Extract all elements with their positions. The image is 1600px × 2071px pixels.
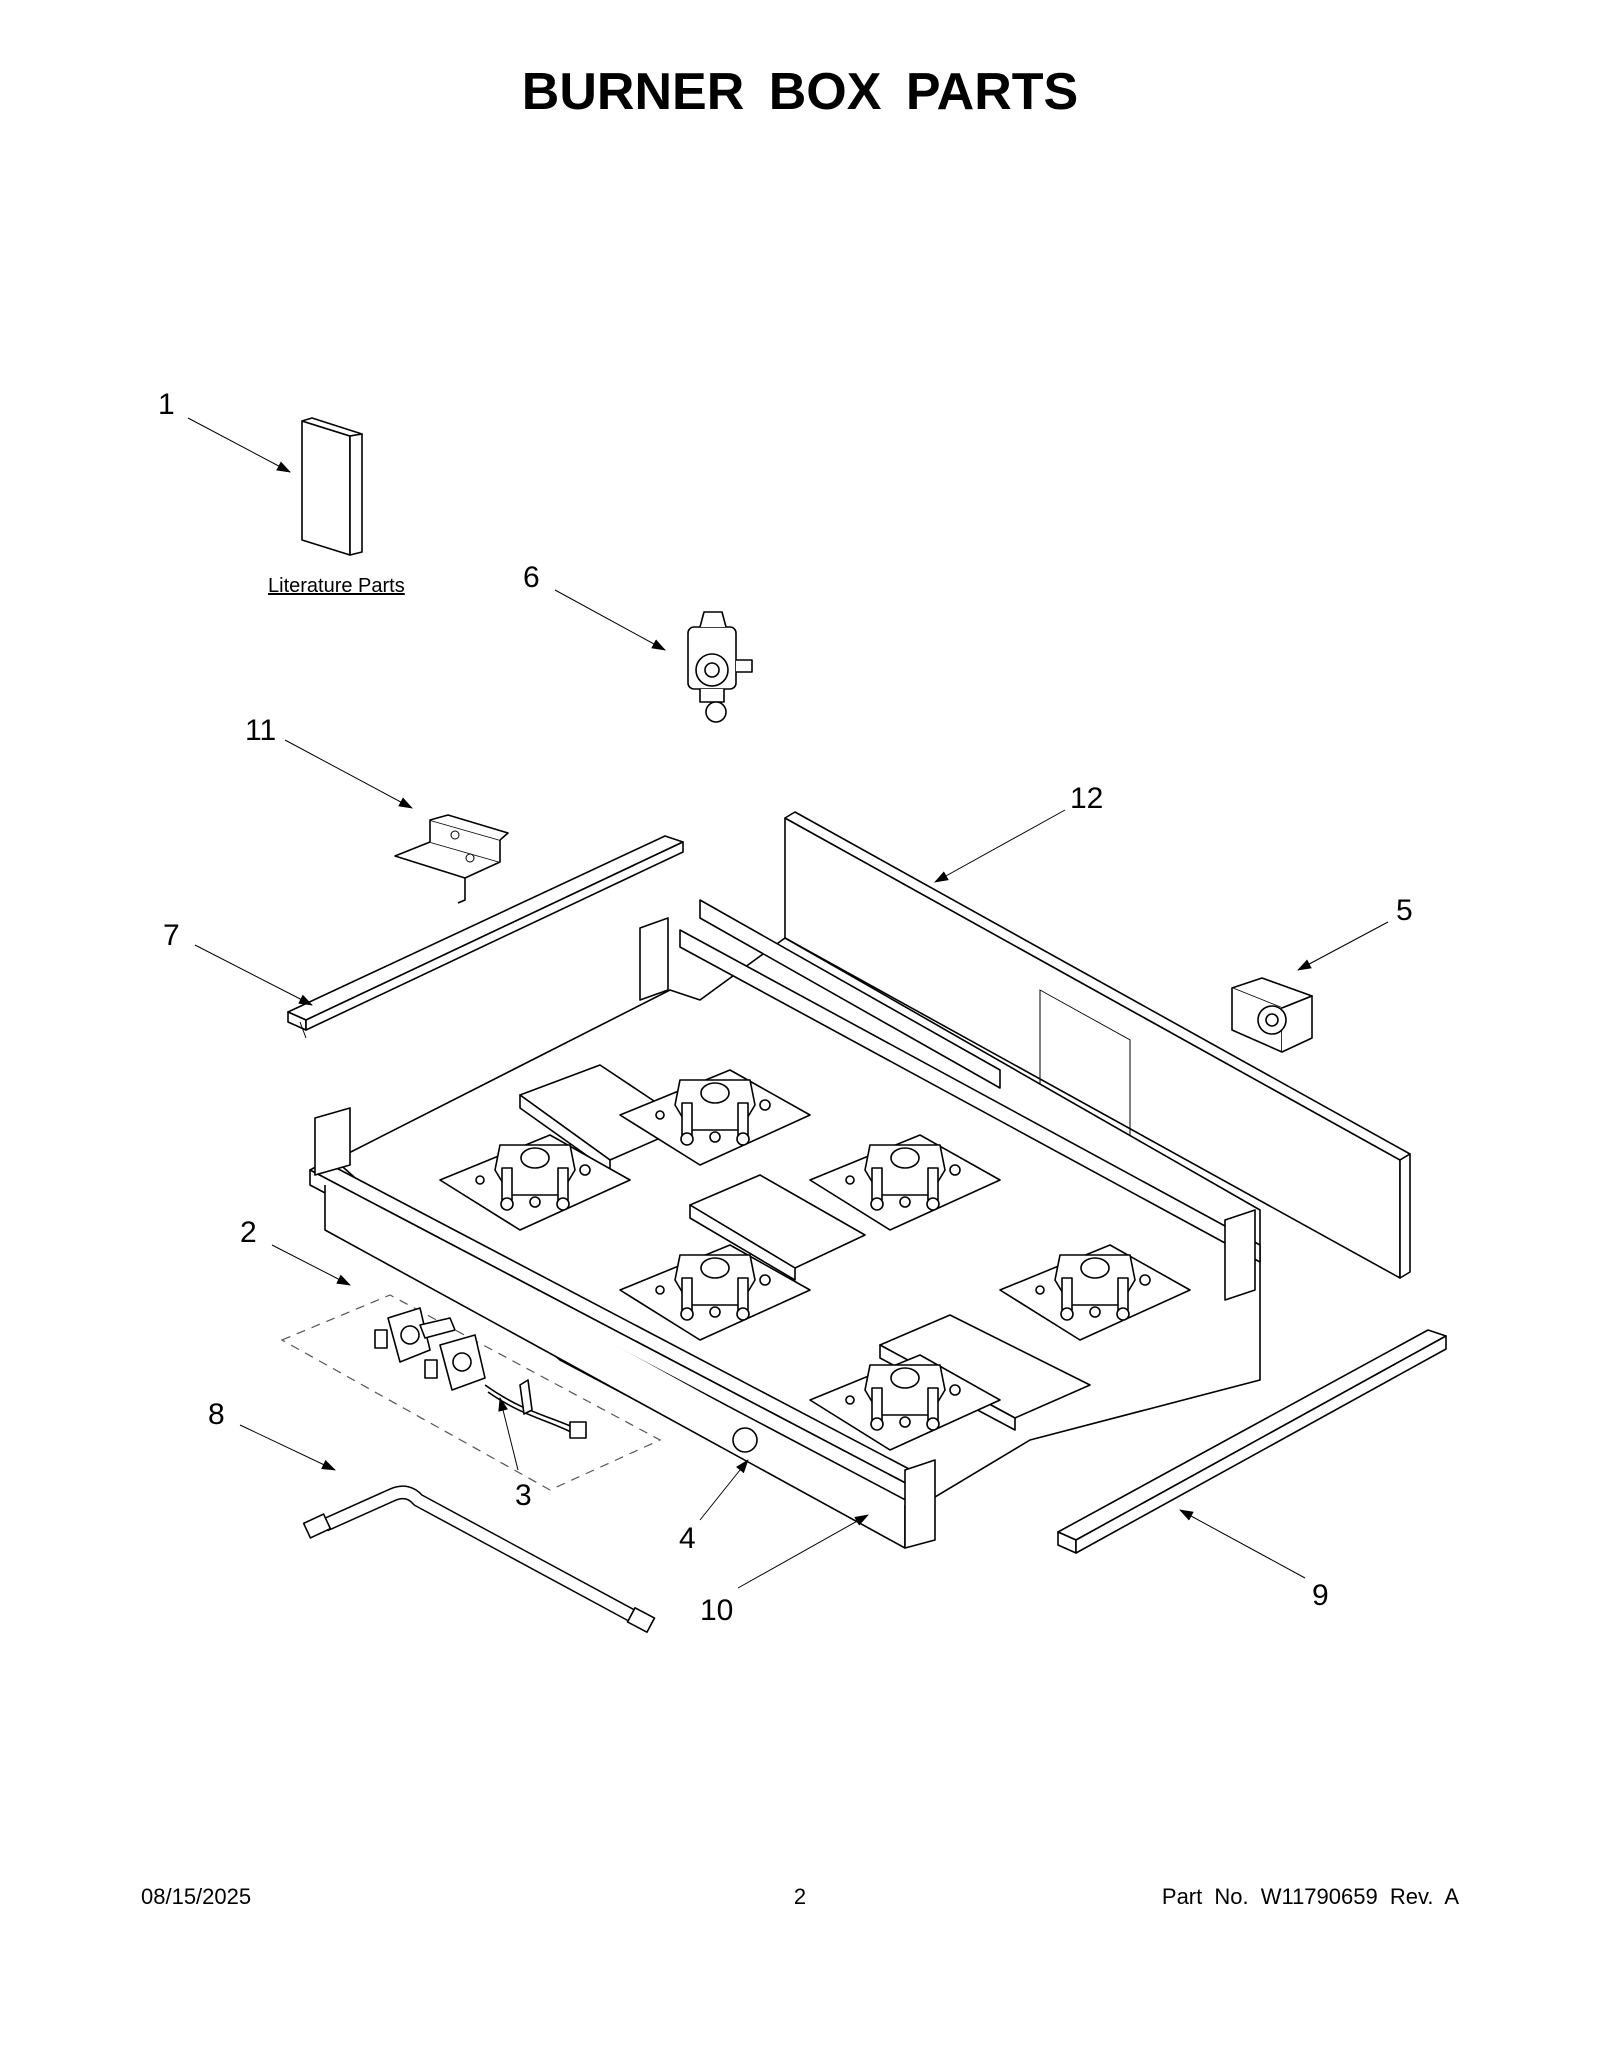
callout-7: 7 bbox=[163, 919, 180, 952]
callout-9: 9 bbox=[1312, 1579, 1329, 1612]
item-12-burner-box bbox=[309, 811, 1411, 1549]
footer-page-number: 2 bbox=[793, 1884, 807, 1909]
callout-3: 3 bbox=[515, 1479, 532, 1512]
callout-2: 2 bbox=[240, 1216, 257, 1249]
item-11-bracket bbox=[394, 814, 509, 904]
callout-11: 11 bbox=[245, 714, 276, 747]
callout-6: 6 bbox=[523, 561, 540, 594]
item-3-wire-harness bbox=[484, 1379, 587, 1439]
item-6-valve bbox=[687, 611, 753, 723]
callout-leaders bbox=[187, 417, 1389, 1589]
callout-8: 8 bbox=[208, 1398, 225, 1431]
literature-parts-label: Literature Parts bbox=[268, 575, 405, 597]
page-title: BURNER BOX PARTS bbox=[521, 63, 1079, 121]
callout-5: 5 bbox=[1396, 894, 1413, 927]
item-7-trim-bar bbox=[287, 835, 684, 1039]
callout-4: 4 bbox=[679, 1522, 696, 1555]
item-8-gas-tube bbox=[302, 1485, 656, 1634]
footer-part-number: Part No. W11790659 Rev. A bbox=[1161, 1884, 1459, 1909]
item-2-valve-assembly bbox=[280, 1294, 662, 1491]
callout-12: 12 bbox=[1070, 782, 1103, 815]
item-9-trim-bar bbox=[1057, 1329, 1447, 1554]
callout-1: 1 bbox=[158, 388, 175, 421]
literature-parts-booklet bbox=[301, 417, 363, 556]
footer-date: 08/15/2025 bbox=[141, 1884, 252, 1909]
item-5-igniter bbox=[1231, 977, 1313, 1053]
callout-10: 10 bbox=[700, 1594, 733, 1627]
